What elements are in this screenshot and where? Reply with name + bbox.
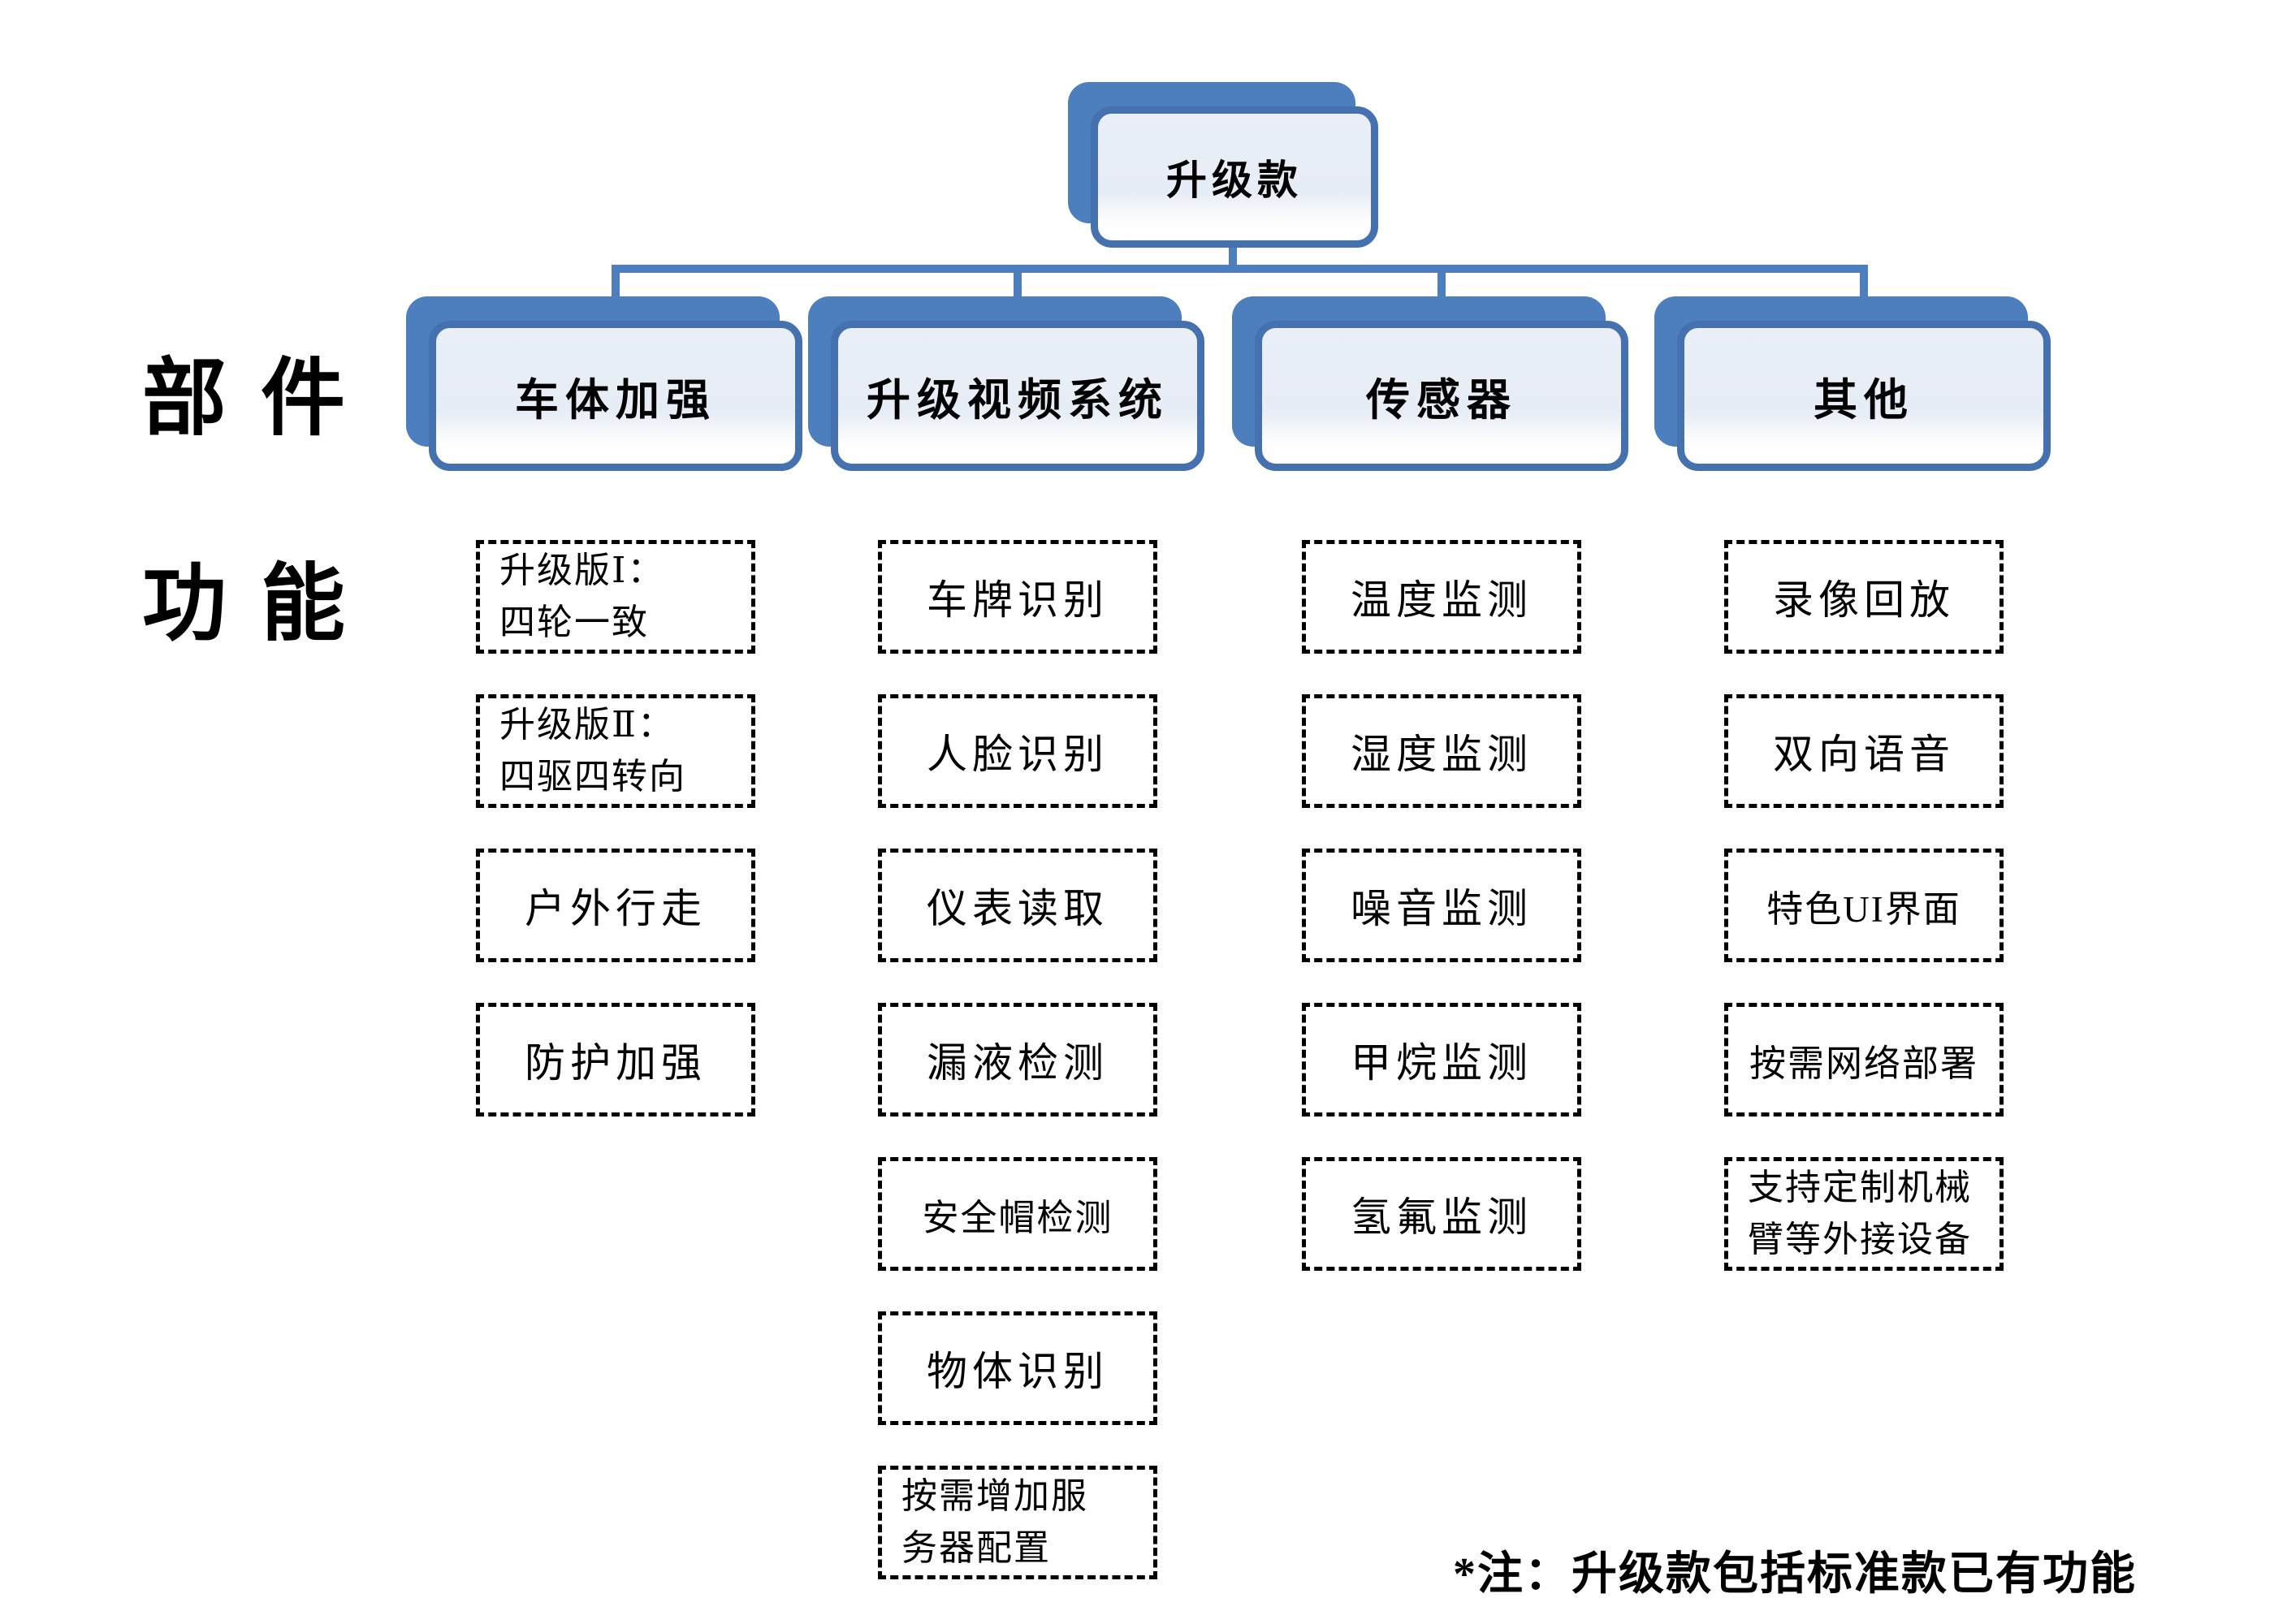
feature-label: 按需增加服 务器配置 — [901, 1476, 1088, 1568]
feature-label: 湿度监测 — [1351, 732, 1533, 777]
feature-label: 录像回放 — [1773, 577, 1955, 623]
label-functions: 功能 — [142, 557, 380, 651]
branch-face: 车体加强 — [429, 321, 802, 471]
feature-label: 温度监测 — [1351, 577, 1533, 623]
branch-face: 传感器 — [1255, 321, 1628, 471]
feature-box: 按需网络部署 — [1724, 1003, 2004, 1116]
branch-label: 其他 — [1814, 376, 1914, 425]
feature-box: 按需增加服 务器配置 — [878, 1466, 1157, 1579]
branch-face: 升级视频系统 — [831, 321, 1204, 471]
feature-box: 支持定制机械 臂等外接设备 — [1724, 1157, 2004, 1271]
feature-box: 人脸识别 — [878, 694, 1157, 808]
footnote: *注：升级款包括标准款已有功能 — [1453, 1548, 2137, 1600]
feature-box: 温度监测 — [1302, 540, 1581, 654]
feature-box: 漏液检测 — [878, 1003, 1157, 1116]
feature-label: 升级版Ⅱ： 四驱四转向 — [499, 705, 686, 797]
root-node-label: 升级款 — [1166, 158, 1303, 203]
feature-label: 氢氟监测 — [1351, 1194, 1533, 1240]
feature-box: 户外行走 — [476, 849, 755, 962]
feature-label: 车牌识别 — [927, 577, 1109, 623]
feature-label: 支持定制机械 臂等外接设备 — [1748, 1168, 1972, 1259]
feature-label: 防护加强 — [525, 1040, 707, 1086]
feature-box: 湿度监测 — [1302, 694, 1581, 808]
branch-node-sensor: 传感器 — [1232, 296, 1628, 471]
feature-label: 物体识别 — [927, 1349, 1109, 1394]
feature-label: 升级版Ⅰ： 四轮一致 — [499, 551, 665, 642]
branch-face: 其他 — [1677, 321, 2051, 471]
feature-label: 户外行走 — [525, 886, 707, 931]
feature-label: 漏液检测 — [927, 1040, 1109, 1086]
connector-rail — [612, 265, 1868, 273]
label-components: 部件 — [142, 352, 380, 446]
feature-box: 物体识别 — [878, 1311, 1157, 1425]
branch-label: 传感器 — [1366, 376, 1517, 425]
feature-label: 按需网络部署 — [1749, 1043, 1978, 1084]
feature-label: 人脸识别 — [927, 732, 1109, 777]
root-node-face: 升级款 — [1091, 106, 1378, 248]
feature-box: 升级版Ⅱ： 四驱四转向 — [476, 694, 755, 808]
feature-box: 特色UI界面 — [1724, 849, 2004, 962]
feature-label: 特色UI界面 — [1766, 888, 1961, 930]
feature-box: 安全帽检测 — [878, 1157, 1157, 1271]
feature-label: 仪表读取 — [927, 886, 1109, 931]
branch-node-body: 车体加强 — [406, 296, 802, 471]
feature-label: 双向语音 — [1773, 732, 1955, 777]
feature-label: 安全帽检测 — [922, 1197, 1113, 1238]
feature-box: 录像回放 — [1724, 540, 2004, 654]
feature-box: 双向语音 — [1724, 694, 2004, 808]
root-node: 升级款 — [1068, 82, 1378, 248]
branch-label: 升级视频系统 — [867, 376, 1169, 425]
branch-label: 车体加强 — [515, 376, 716, 425]
branch-node-other: 其他 — [1654, 296, 2051, 471]
branch-node-video: 升级视频系统 — [808, 296, 1204, 471]
feature-box: 甲烷监测 — [1302, 1003, 1581, 1116]
feature-label: 甲烷监测 — [1351, 1040, 1533, 1086]
feature-box: 车牌识别 — [878, 540, 1157, 654]
feature-box: 升级版Ⅰ： 四轮一致 — [476, 540, 755, 654]
feature-box: 氢氟监测 — [1302, 1157, 1581, 1271]
connector-root-stub — [1229, 242, 1237, 270]
feature-box: 防护加强 — [476, 1003, 755, 1116]
feature-label: 噪音监测 — [1351, 886, 1533, 931]
feature-box: 仪表读取 — [878, 849, 1157, 962]
feature-box: 噪音监测 — [1302, 849, 1581, 962]
